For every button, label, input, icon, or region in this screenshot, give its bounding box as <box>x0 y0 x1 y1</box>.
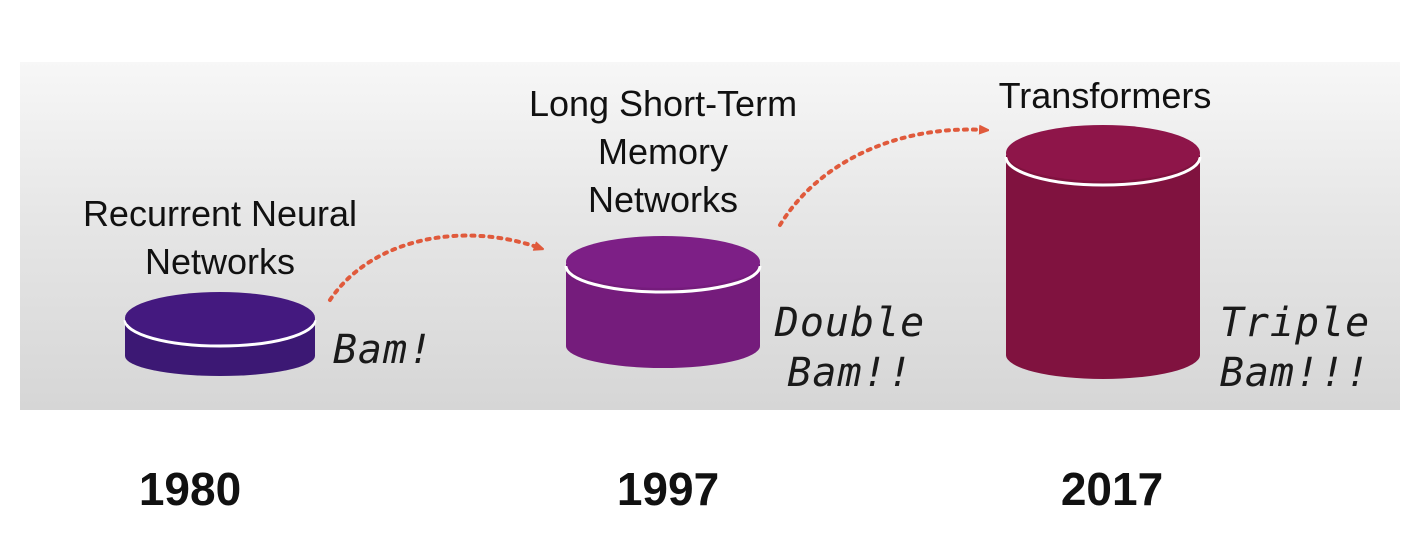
year-1980: 1980 <box>138 463 242 515</box>
bam-lstm-line-2: Bam!! <box>787 350 913 396</box>
label-rnn-line-2: Networks <box>144 241 296 282</box>
label-rnn: Recurrent Neural Networks <box>50 190 390 286</box>
arrow-rnn-to-lstm <box>328 233 540 302</box>
bam-rnn-line-1: Bam! <box>332 327 434 373</box>
label-lstm: Long Short-Term Memory Networks <box>488 80 838 224</box>
bam-lstm: Double Bam!! <box>760 298 940 398</box>
bam-transformer: Triple Bam!!! <box>1205 298 1385 398</box>
cylinder-rnn <box>123 292 317 376</box>
label-transformer: Transformers <box>955 72 1255 120</box>
year-2017: 2017 <box>1060 463 1164 515</box>
year-1997: 1997 <box>616 463 720 515</box>
label-lstm-line-2: Memory <box>597 131 728 172</box>
arrow-lstm-to-transformer <box>778 130 985 227</box>
label-lstm-line-1: Long Short-Term <box>528 83 798 124</box>
cylinder-transformer <box>1004 125 1202 379</box>
label-rnn-line-1: Recurrent Neural <box>82 193 358 234</box>
bam-transformer-line-2: Bam!!! <box>1219 350 1371 396</box>
label-lstm-line-3: Networks <box>587 179 739 220</box>
bam-lstm-line-1: Double <box>774 300 926 346</box>
label-transformer-line-1: Transformers <box>998 75 1212 116</box>
bam-transformer-line-1: Triple <box>1219 300 1371 346</box>
cylinder-lstm <box>564 236 762 368</box>
bam-rnn: Bam! <box>318 325 448 375</box>
